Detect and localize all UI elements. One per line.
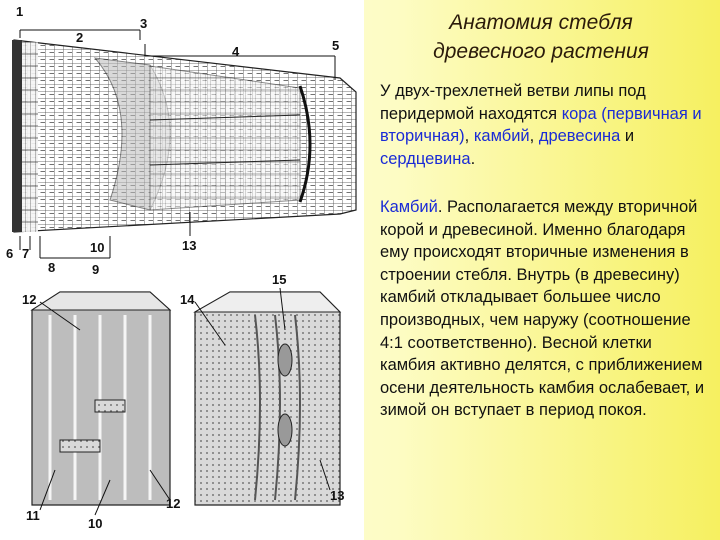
label-12-top: 12 — [22, 292, 36, 307]
intro-paragraph: У двух-трехлетней ветви липы под перидер… — [380, 80, 710, 170]
label-8: 8 — [48, 260, 55, 275]
label-3: 3 — [140, 16, 147, 31]
term-cambium-heading: Камбий — [380, 198, 438, 216]
label-6: 6 — [6, 246, 13, 261]
label-13: 13 — [182, 238, 196, 253]
label-12-bottom: 12 — [166, 496, 180, 511]
label-2: 2 — [76, 30, 83, 45]
intro-text-3: , — [530, 127, 539, 145]
stem-anatomy-figure: 1 2 3 4 5 6 7 8 9 10 13 12 14 15 11 10 1… — [0, 0, 364, 540]
intro-text-4: и — [620, 127, 634, 145]
label-15: 15 — [272, 272, 286, 287]
label-13-bottom: 13 — [330, 488, 344, 503]
label-7: 7 — [22, 246, 29, 261]
label-5: 5 — [332, 38, 339, 53]
term-drevesina: древесина — [539, 127, 621, 145]
intro-text-2: , — [465, 127, 474, 145]
term-serdcevina: сердцевина — [380, 150, 471, 168]
label-1: 1 — [16, 4, 23, 19]
label-11: 11 — [26, 508, 40, 523]
intro-text-5: . — [471, 150, 476, 168]
slide-title-line1: Анатомия стебля — [376, 8, 706, 37]
slide-title: Анатомия стебля древесного растения — [376, 8, 706, 67]
label-14: 14 — [180, 292, 194, 307]
cambium-description: . Располагается между вторичной корой и … — [380, 198, 704, 419]
cambium-paragraph: Камбий. Располагается между вторичной ко… — [380, 196, 710, 422]
label-10-bottom: 10 — [88, 516, 102, 531]
label-10: 10 — [90, 240, 104, 255]
label-4: 4 — [232, 44, 239, 59]
label-9: 9 — [92, 262, 99, 277]
term-kambiy: камбий — [474, 127, 530, 145]
slide-title-line2: древесного растения — [376, 37, 706, 66]
